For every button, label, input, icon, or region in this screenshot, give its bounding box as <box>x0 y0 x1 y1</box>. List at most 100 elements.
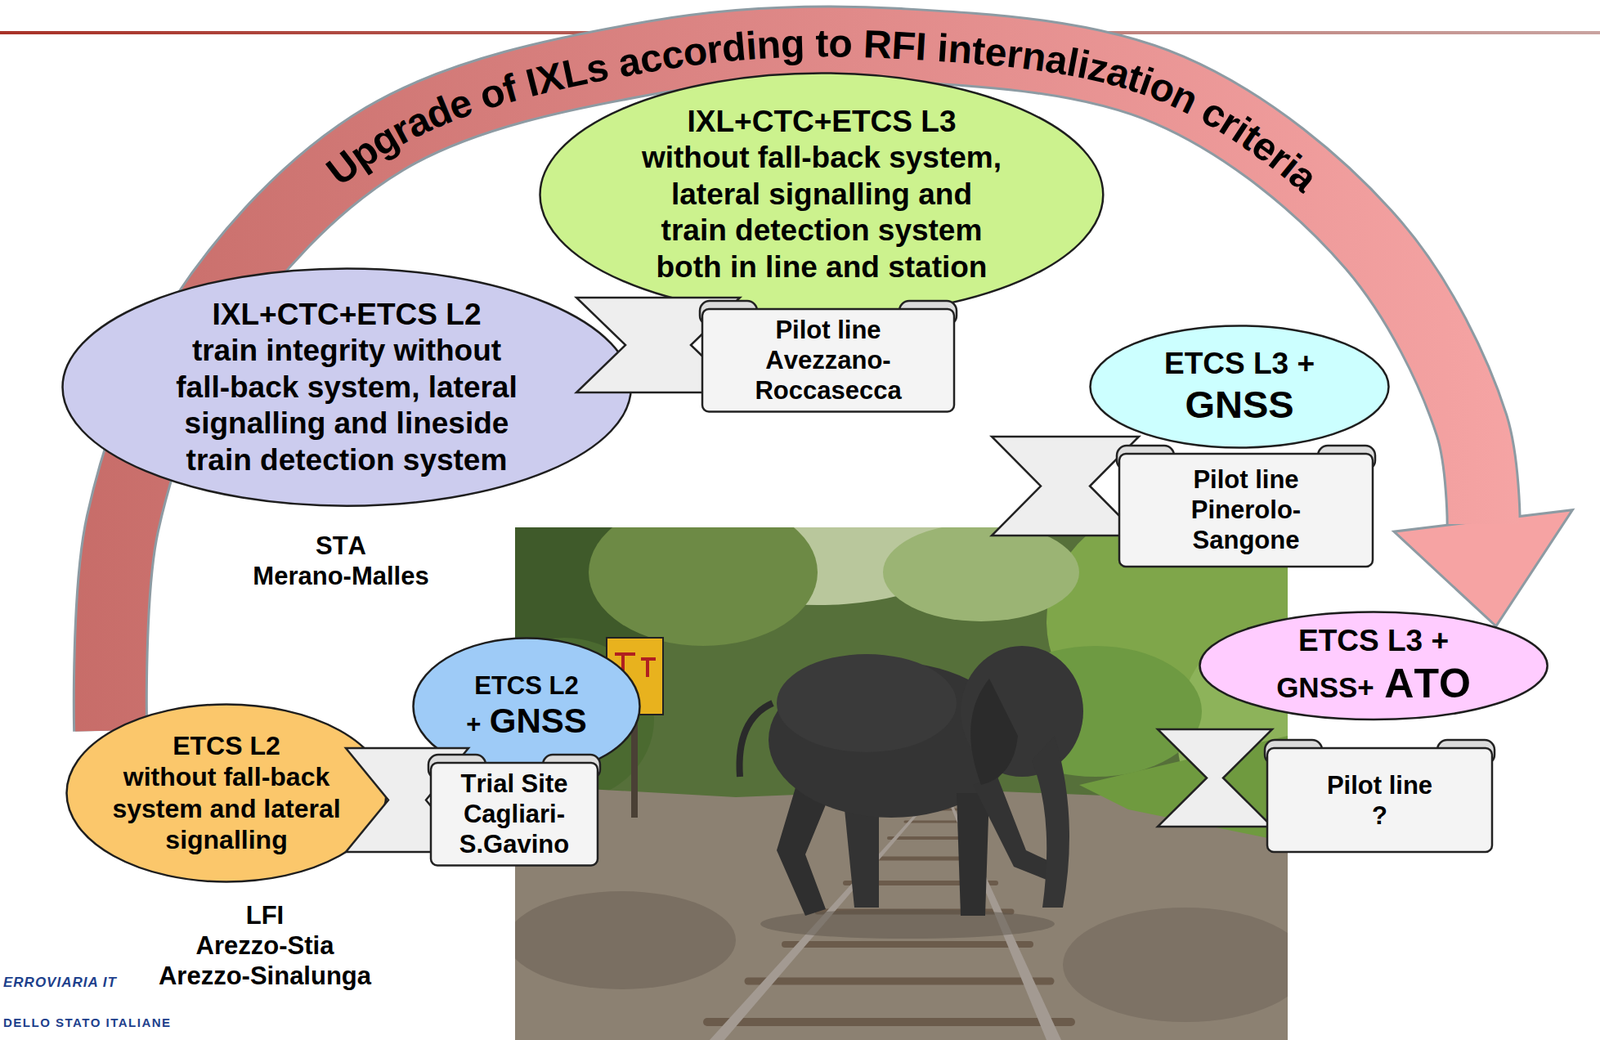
text-row: Pilot line Avezzano-Roccasecca <box>746 314 910 407</box>
text-group: Pilot line ? <box>1322 769 1438 830</box>
text-group: Pilot line Avezzano-Roccasecca <box>746 314 910 407</box>
text-row: LFI <box>152 900 378 931</box>
ellipse-fill <box>62 268 631 507</box>
photo-detail <box>515 891 736 990</box>
stage-ellipse: ETCS L3 +GNSS <box>1089 324 1390 449</box>
site-text: Arezzo-Stia Arezzo-Sinalunga <box>152 930 378 991</box>
ellipse-fill <box>1199 611 1547 720</box>
stage-ellipse: IXL+CTC+ETCS L2train integrity without f… <box>61 267 632 507</box>
text-row: STA <box>252 529 429 561</box>
text-group: STAMerano-Malles <box>252 529 429 591</box>
site-banner: Pilot line Avezzano-Roccasecca <box>576 297 740 414</box>
text-row: IXL+CTC+ETCS L3 <box>640 103 1004 140</box>
stage-text: without fall-back system, lateral signal… <box>640 139 1004 286</box>
stage-ellipse: ETCS L2without fall-back system and late… <box>65 703 388 883</box>
scroll-box <box>137 880 393 1011</box>
text-group: ETCS L3 +GNSS <box>1164 345 1315 429</box>
stage-text: IXL+CTC+ETCS L3 <box>687 104 957 139</box>
stage-text: GNSS <box>1184 382 1294 426</box>
photo-detail <box>748 977 1051 986</box>
stage-text: GNSS <box>489 701 588 740</box>
stage-ellipse: ETCS L3 + GNSS+ ATO <box>1198 610 1549 722</box>
photo-detail <box>739 703 774 777</box>
banner-ribbon <box>345 748 469 868</box>
elephant-photo <box>515 527 1288 1040</box>
text-row: Arezzo-Stia Arezzo-Sinalunga <box>152 930 378 991</box>
text-row: ETCS L3 + <box>1276 622 1471 659</box>
photo-detail <box>1031 735 1070 908</box>
text-row: GNSS <box>1164 381 1315 428</box>
photo-detail <box>707 1017 1072 1027</box>
text-group: ETCS L2without fall-back system and late… <box>103 730 350 857</box>
banner-ribbon <box>1157 729 1273 854</box>
text-row: ETCS L3 + <box>1164 345 1315 382</box>
text-row: ETCS L2 <box>466 670 588 701</box>
banner-ribbon <box>576 297 740 414</box>
text-row: GNSS+ ATO <box>1276 658 1471 709</box>
arrow-label: Upgrade of IXLs according to RFI interna… <box>318 21 1327 201</box>
stage-text: + <box>466 709 481 739</box>
arrow-head <box>1393 510 1573 627</box>
ellipse-fill <box>540 72 1104 317</box>
text-row: Pilot line ? <box>1322 769 1438 830</box>
stage-text: without fall-back system and lateral sig… <box>103 761 350 857</box>
ribbon-tail <box>1157 729 1273 827</box>
upgrade-arrow <box>110 42 1574 731</box>
text-group: IXL+CTC+ETCS L3without fall-back system,… <box>640 103 1004 286</box>
stage-text: train integrity without fall-back system… <box>170 332 523 479</box>
site-text: Pilot line Avezzano-Roccasecca <box>746 314 910 407</box>
text-row: Trial Site Cagliari-S.Gavino <box>452 768 576 861</box>
scroll-box <box>430 762 598 866</box>
text-group: ETCS L2 + GNSS <box>466 670 588 743</box>
photo-detail <box>776 654 957 753</box>
text-row: + GNSS <box>466 700 588 742</box>
stage-text: ETCS L3 + <box>1164 346 1315 381</box>
text-row: train integrity without fall-back system… <box>170 332 523 479</box>
scroll-box <box>214 508 468 613</box>
text-group: IXL+CTC+ETCS L2train integrity without f… <box>170 296 523 479</box>
scroll-box <box>1267 748 1493 852</box>
site-banner: Pilot line ? <box>1157 729 1273 854</box>
photo-detail <box>588 527 818 646</box>
stage-text: GNSS+ <box>1276 671 1375 704</box>
photo-detail <box>905 820 964 824</box>
ribbon-tail <box>9 864 235 867</box>
photo-detail <box>1062 907 1288 1022</box>
site-text: Pilot line ? <box>1322 769 1438 830</box>
site-banner: Pilot line Pinerolo-Sangone <box>991 436 1139 569</box>
text-group: Pilot line Pinerolo-Sangone <box>1172 464 1320 556</box>
ellipse-outline <box>65 703 388 883</box>
logo-text: ERROVIARIA IT <box>3 974 117 991</box>
text-row: IXL+CTC+ETCS L2 <box>170 296 523 333</box>
text-row: Merano-Malles <box>252 560 429 592</box>
ellipse-fill <box>1090 326 1390 449</box>
site-text: Trial Site Cagliari-S.Gavino <box>452 768 576 861</box>
stage-text: IXL+CTC+ETCS L2 <box>212 297 482 332</box>
site-text: LFI <box>246 900 285 930</box>
site-text: Merano-Malles <box>252 561 429 591</box>
text-row: without fall-back system, lateral signal… <box>640 139 1004 286</box>
logo-text: DELLO STATO ITALIANE <box>3 1015 172 1030</box>
scroll-box <box>702 309 955 413</box>
text-group: ETCS L3 + GNSS+ ATO <box>1276 622 1471 709</box>
scroll-box <box>1119 453 1373 567</box>
text-row: Pilot line Pinerolo-Sangone <box>1172 464 1320 556</box>
text-row: ETCS L2 <box>103 730 350 762</box>
text-group: LFIArezzo-Stia Arezzo-Sinalunga <box>152 900 378 992</box>
photo-detail <box>970 678 1018 785</box>
text-row: without fall-back system and lateral sig… <box>103 761 350 857</box>
arrow-label-path: Upgrade of IXLs according to RFI interna… <box>318 21 1327 201</box>
stage-text: ETCS L2 <box>172 730 281 761</box>
stage-ellipse: IXL+CTC+ETCS L3without fall-back system,… <box>538 71 1105 319</box>
site-banner: Trial Site Cagliari-S.Gavino <box>345 748 469 868</box>
site-text: STA <box>315 530 367 560</box>
stage-text: ETCS L3 + <box>1298 623 1449 658</box>
photo-detail <box>882 527 1080 622</box>
banner-ribbon <box>991 436 1139 569</box>
stage-text: ETCS L2 <box>474 671 579 700</box>
stage-text: ATO <box>1384 660 1471 707</box>
photo-detail <box>956 793 990 916</box>
photo-detail <box>784 941 1031 948</box>
text-group: Trial Site Cagliari-S.Gavino <box>452 768 576 861</box>
